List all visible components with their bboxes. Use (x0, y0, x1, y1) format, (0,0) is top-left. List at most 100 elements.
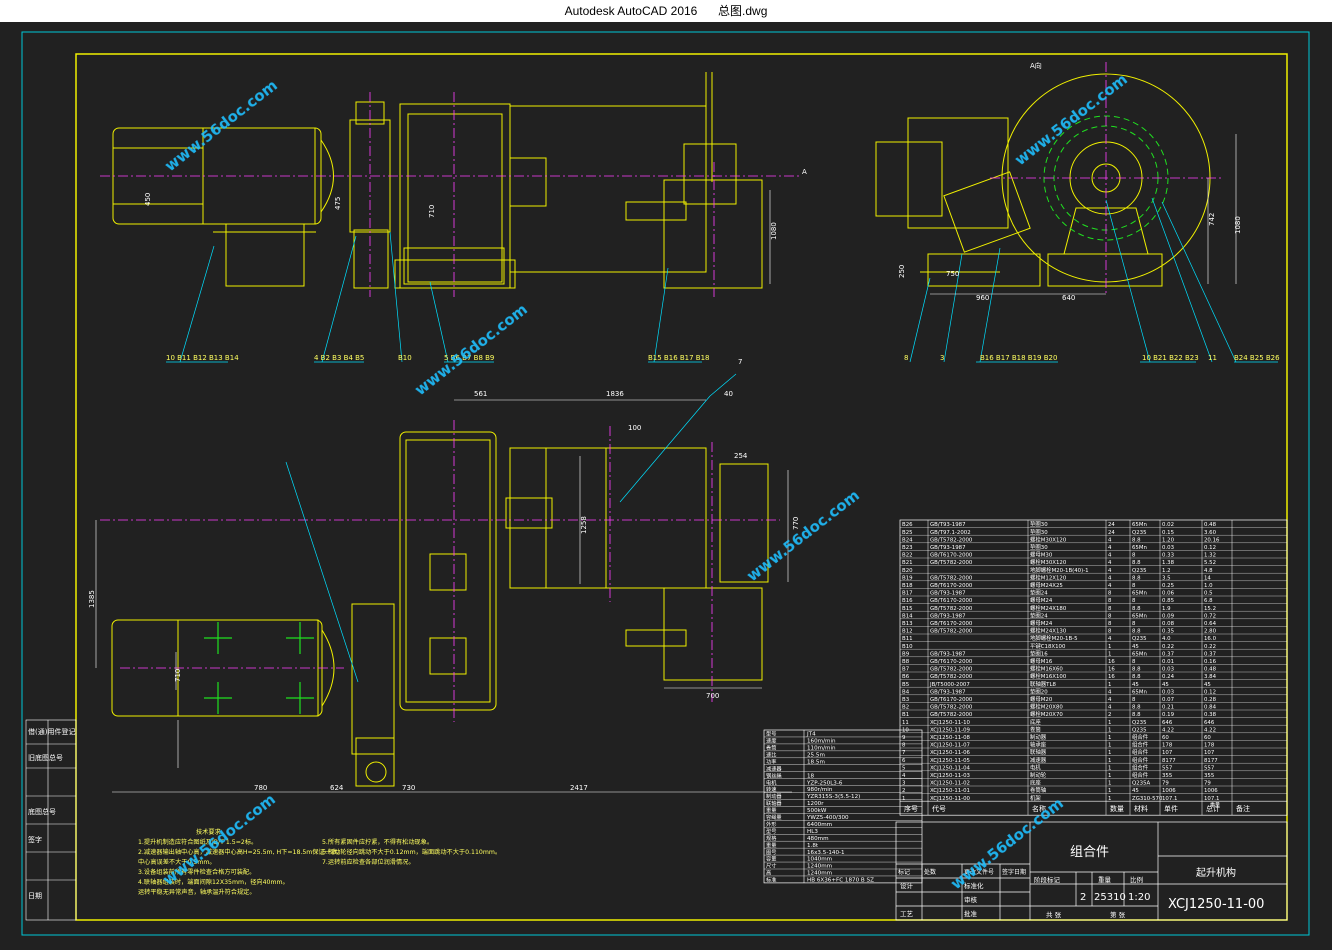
parts-cell: 0.28 (1204, 697, 1217, 703)
parts-cell: 0.01 (1162, 659, 1174, 665)
parts-cell: 螺栓M12X120 (1030, 573, 1067, 581)
parts-cell: 9 (902, 735, 906, 741)
parts-cell: 1 (1108, 682, 1111, 688)
parts-cell: 螺母M30 (1030, 551, 1053, 559)
parts-cell: 8.8 (1132, 575, 1141, 581)
balloon-b2: 4 B2 B3 B4 B5 (314, 354, 364, 362)
title-product: 起升机构 (1196, 866, 1236, 879)
parts-cell: B2 (902, 705, 909, 711)
parts-cell: GB/T5782-2000 (930, 667, 973, 673)
parts-cell: ZG310-570 (1132, 796, 1163, 802)
parts-cell: B1 (902, 712, 909, 718)
parts-cell: 1 (1108, 796, 1111, 802)
parts-cell: 8 (1108, 606, 1112, 612)
parts-cell: 4 (1108, 697, 1112, 703)
parts-cell: B18 (902, 583, 913, 589)
parts-cell: GB/T97.1-2002 (930, 530, 971, 536)
parts-cell: 107.1 (1204, 796, 1219, 802)
parts-cell: 79 (1204, 781, 1211, 787)
spec-label: 重量 (766, 806, 776, 814)
row-label-5: 日期 (1014, 868, 1026, 876)
parts-cell: 螺栓M16X100 (1030, 672, 1067, 680)
spec-label: 钢丝绳 (766, 771, 782, 779)
parts-cell: B9 (902, 651, 910, 657)
parts-cell: XCJ1250-11-03 (930, 773, 970, 779)
title-scale-label: 比例 (1130, 875, 1143, 884)
drawing-svg[interactable]: 借(通)用件登记 旧底图总号 底图总号 签字 日期 (0, 22, 1332, 950)
parts-cell: 4 (1108, 545, 1112, 551)
title-sheet-no: 第 张 (1110, 910, 1126, 919)
parts-cell: GB/T93-1987 (930, 689, 966, 695)
parts-header-cell: 材料 (1134, 804, 1148, 813)
spec-value: HL3 (807, 829, 818, 835)
parts-cell: 1006 (1162, 788, 1176, 794)
parts-cell: 垫圈30 (1030, 520, 1048, 528)
parts-cell: 螺母M20 (1030, 695, 1053, 703)
balloon-b5: B15 B16 B17 B18 (648, 354, 710, 362)
parts-cell: 4.0 (1162, 636, 1171, 642)
parts-header-cell: 总计 (1206, 804, 1220, 813)
parts-cell: 355 (1204, 773, 1214, 779)
parts-cell: 1006 (1204, 788, 1218, 794)
dim-40: 40 (724, 390, 733, 398)
balloon-b6: 7 (738, 358, 742, 366)
dim-780: 780 (254, 784, 267, 792)
parts-cell: 电机 (1030, 763, 1041, 771)
parts-cell: 垫圈30 (1030, 543, 1048, 551)
parts-cell: 1.0 (1204, 583, 1213, 589)
spec-label: 速度 (766, 737, 776, 745)
parts-cell: 螺栓M20X70 (1030, 710, 1063, 718)
parts-cell: GB/T93-1987 (930, 591, 966, 597)
parts-cell: 45 (1132, 788, 1139, 794)
parts-cell: Q235A (1132, 781, 1151, 787)
parts-cell: XCJ1250-11-10 (930, 720, 971, 726)
watermark-2: www.56doc.com (411, 300, 531, 399)
parts-header-cell: 单件 (1164, 804, 1178, 813)
parts-cell: B11 (902, 636, 913, 642)
parts-cell: 0.19 (1162, 712, 1175, 718)
parts-cell: 4 (1108, 568, 1112, 574)
dim-700: 700 (706, 692, 719, 700)
parts-cell: 0.72 (1204, 613, 1216, 619)
parts-cell: 卷筒 (1030, 725, 1041, 733)
parts-header-cell: 名称 (1032, 804, 1046, 813)
dim-1836: 1836 (606, 390, 624, 398)
side-centerlines (990, 62, 1222, 294)
strip-label-3: 底图总号 (28, 807, 56, 816)
parts-cell: 螺母M24 (1030, 619, 1053, 627)
title-drawing-no: XCJ1250-11-00 (1168, 897, 1264, 912)
parts-cell: 制动轮 (1030, 771, 1047, 779)
parts-cell: 24 (1108, 522, 1115, 528)
parts-cell: 0.33 (1162, 553, 1174, 559)
parts-cell: 0.07 (1162, 697, 1174, 703)
parts-cell: 3.84 (1204, 674, 1217, 680)
parts-cell: 螺栓M30X120 (1030, 535, 1067, 543)
parts-header-cell: 序号 (904, 804, 918, 813)
parts-cell: B24 (902, 537, 913, 543)
parts-cell: 1 (1108, 758, 1111, 764)
parts-cell: 0.48 (1204, 522, 1217, 528)
parts-cell: 107.1 (1162, 796, 1177, 802)
parts-cell: 6 (902, 758, 906, 764)
parts-cell: B22 (902, 553, 913, 559)
parts-cell: 4 (1108, 560, 1112, 566)
parts-cell: 8177 (1162, 758, 1176, 764)
parts-cell: 1 (1108, 750, 1111, 756)
parts-cell: GB/T6170-2000 (930, 598, 973, 604)
balloon-b1: 10 B11 B12 B13 B14 (166, 354, 239, 362)
parts-cell: 联轴器TL8 (1030, 680, 1056, 688)
parts-cell: Q235 (1132, 568, 1147, 574)
parts-cell: 3 (902, 781, 905, 787)
parts-cell: XCJ1250-11-04 (930, 765, 971, 771)
window-title-bar: Autodesk AutoCAD 2016 总图.dwg (0, 0, 1332, 22)
parts-cell: 垫圈20 (1030, 687, 1048, 695)
spec-label: 规格 (766, 834, 777, 842)
parts-cell: 组合件 (1132, 748, 1149, 756)
parts-cell: 0.02 (1162, 522, 1174, 528)
sign-label-3: 审核 (964, 895, 978, 904)
parts-cell: 2 (1108, 712, 1111, 718)
drawing-canvas[interactable]: 借(通)用件登记 旧底图总号 底图总号 签字 日期 (0, 22, 1332, 950)
file-name: 总图.dwg (718, 4, 768, 18)
balloon-b8: 3 (940, 354, 944, 362)
